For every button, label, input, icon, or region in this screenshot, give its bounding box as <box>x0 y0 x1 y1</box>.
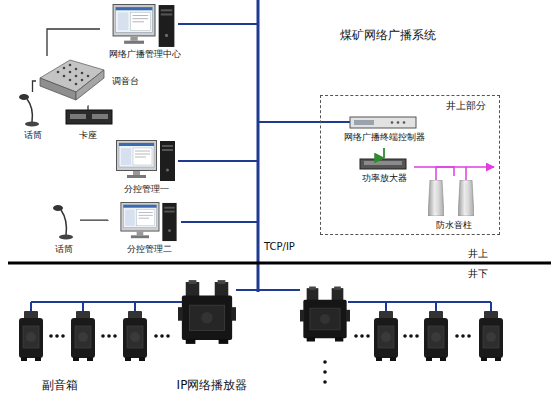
device-label: 分控管理二 <box>127 244 172 255</box>
device-node: IP网络播放器 <box>170 278 254 395</box>
computer-icon <box>113 5 174 47</box>
free-label: TCP/IP <box>264 241 295 253</box>
chain-wire <box>31 301 152 303</box>
device-label: 话筒 <box>24 130 42 141</box>
microphone-icon <box>53 205 73 240</box>
branch-wire <box>236 289 300 291</box>
branch-wire <box>178 23 258 25</box>
chain-wire <box>490 302 492 311</box>
device-node: 网络广播终端控制器 <box>342 114 427 148</box>
mixer-icon <box>40 60 104 100</box>
connector <box>87 106 89 110</box>
computer-icon <box>117 141 176 182</box>
speaker-drop <box>465 167 467 180</box>
device-label: 调音台 <box>112 76 139 87</box>
ip-player-icon <box>300 287 350 342</box>
chain-wire <box>82 302 84 311</box>
sub-speaker-icon <box>123 311 147 361</box>
amplifier-icon <box>360 159 406 169</box>
device-label: 井上部分 <box>446 100 486 112</box>
branch-wire <box>178 160 258 162</box>
speaker-wires <box>436 167 494 180</box>
sub-speaker-icon <box>424 311 448 361</box>
sub-speaker-icon <box>71 311 95 361</box>
branch-wire <box>181 221 258 223</box>
device-node: 网络广播管理中心 <box>100 2 190 62</box>
region-box: 井上部分网络广播终端控制器功率放大器防水音柱 <box>320 95 500 235</box>
device-label: 网络广播终端控制器 <box>344 132 425 143</box>
device-label: 卡座 <box>79 130 97 141</box>
device-label: 网络广播管理中心 <box>109 49 181 60</box>
device-node: 话筒 <box>48 198 80 256</box>
device-node: 副音箱 <box>12 300 152 395</box>
connector <box>80 219 108 220</box>
device-node: 功率放大器 <box>354 158 414 188</box>
device-label: IP网络播放器 <box>177 378 248 392</box>
controller-icon <box>350 117 416 128</box>
chain-wire <box>385 302 387 311</box>
chain-wire <box>348 301 491 303</box>
tcpip-bus <box>257 0 260 292</box>
device-node: 防水音柱 <box>421 176 487 232</box>
free-label: 井下 <box>468 268 488 280</box>
column-speaker-icon <box>428 180 444 216</box>
ip-player-icon <box>178 280 236 344</box>
deck-icon <box>66 110 112 124</box>
device-label: 防水音柱 <box>436 220 472 231</box>
device-node: 分控管理一 <box>105 138 185 200</box>
column-speaker-icon <box>458 180 474 216</box>
connector <box>414 167 454 176</box>
connector <box>47 29 100 56</box>
connector <box>152 301 170 303</box>
output-arrow <box>454 166 494 168</box>
device-label: 分控管理一 <box>124 184 169 195</box>
branch-wire <box>258 121 350 123</box>
ellipsis-dots <box>49 334 471 384</box>
device-label: 话筒 <box>55 244 73 255</box>
free-label: 井上 <box>468 248 488 260</box>
sub-speaker-icon <box>479 311 503 361</box>
sub-speaker-icon <box>19 311 43 361</box>
microphone-icon <box>19 94 39 127</box>
chain-wire <box>170 301 182 303</box>
device-node: 调音台 <box>36 56 146 106</box>
ground-line <box>8 262 551 265</box>
device-label: 功率放大器 <box>362 173 407 184</box>
connector <box>383 148 385 158</box>
sub-speaker-icon <box>374 311 398 361</box>
device-node: 卡座 <box>62 110 114 144</box>
device-node: 分控管理二 <box>108 200 188 258</box>
chain-wire <box>435 302 437 311</box>
connector <box>33 81 37 92</box>
chain-wire <box>30 302 32 311</box>
diagram-title: 煤矿网络广播系统 <box>340 28 436 42</box>
chain-wire <box>134 302 136 311</box>
device-node: 话筒 <box>15 92 50 142</box>
speaker-drop <box>435 167 437 180</box>
computer-icon <box>121 202 177 241</box>
device-label: 副音箱 <box>42 378 78 392</box>
